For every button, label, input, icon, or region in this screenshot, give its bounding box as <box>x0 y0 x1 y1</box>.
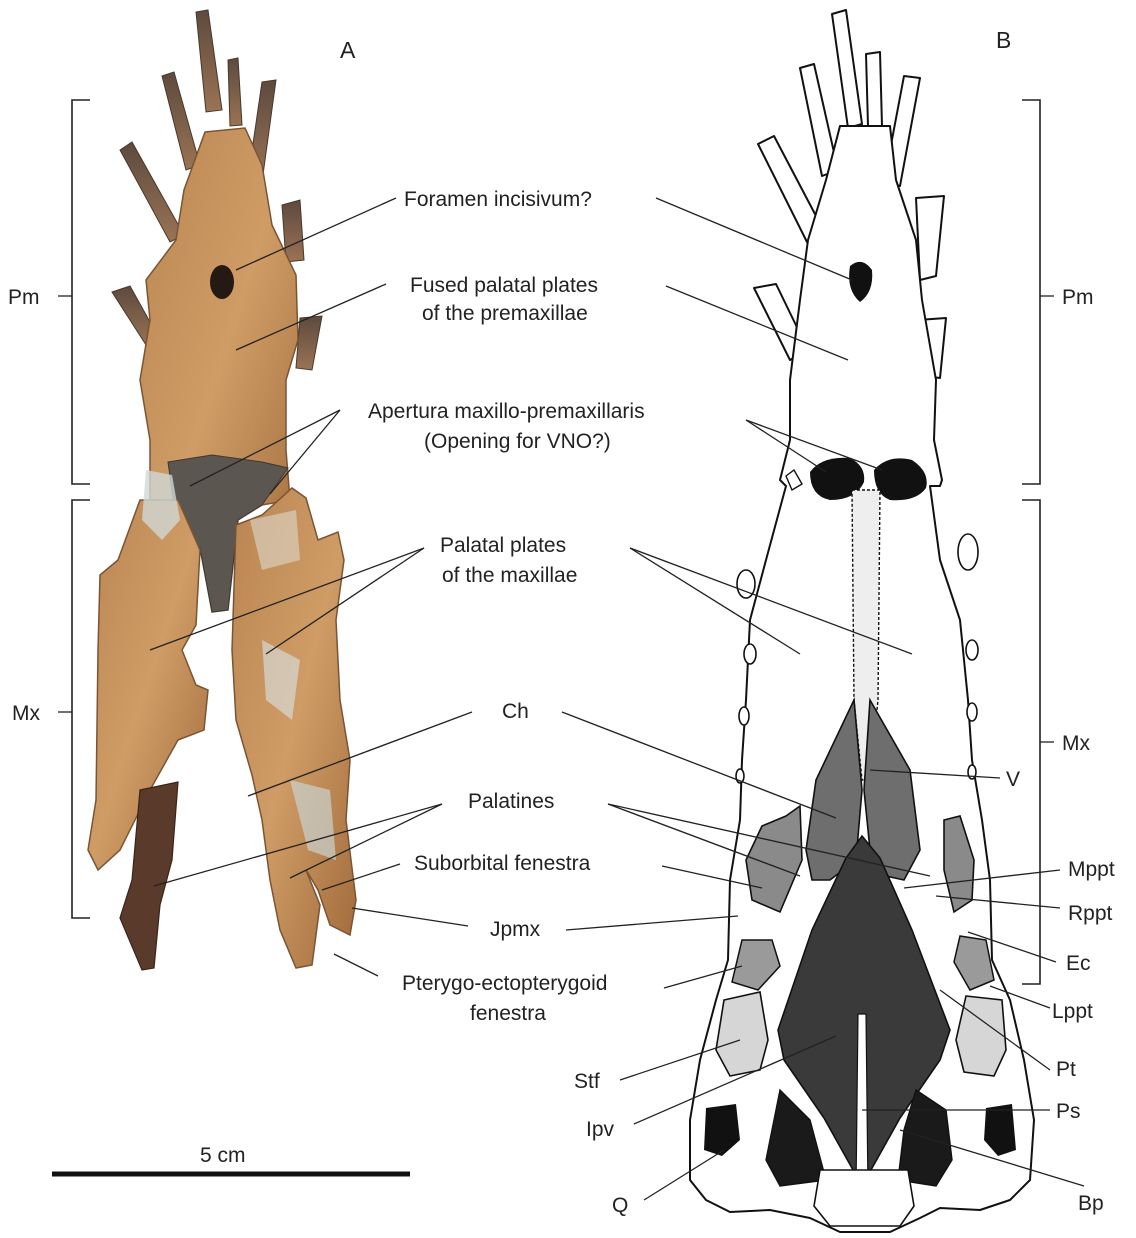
pm-region-label-left: Pm <box>8 286 40 309</box>
panel-label-b: B <box>996 27 1011 53</box>
left-temporal-fenestra <box>716 992 768 1076</box>
parasphenoid <box>856 1014 868 1190</box>
right-brackets <box>1022 100 1054 984</box>
mx-region-label-left: Mx <box>12 702 40 725</box>
pm-region-label-right: Pm <box>1062 286 1094 309</box>
label-palatal-max-1: Palatal plates <box>440 534 566 557</box>
label-jpmx: Jpmx <box>490 918 541 941</box>
label-apertura-2: (Opening for VNO?) <box>424 430 611 453</box>
scale-bar-label: 5 cm <box>200 1144 246 1167</box>
label-stf: Stf <box>574 1070 600 1093</box>
right-temporal-fenestra <box>956 996 1006 1076</box>
basipterygoid <box>814 1170 914 1226</box>
label-palatal-max-2: of the maxillae <box>442 564 577 587</box>
label-ipv: Ipv <box>586 1118 615 1141</box>
panel-label-a: A <box>340 37 356 63</box>
label-ps: Ps <box>1056 1100 1081 1123</box>
specimen-photo <box>88 10 356 970</box>
label-lppt: Lppt <box>1052 1000 1093 1023</box>
label-ch: Ch <box>502 700 529 723</box>
label-palatines: Palatines <box>468 790 554 813</box>
label-pt: Pt <box>1056 1058 1076 1081</box>
label-ec: Ec <box>1066 952 1091 975</box>
label-pterygo-1: Pterygo-ectopterygoid <box>402 972 607 995</box>
label-fused-palatal-2: of the premaxillae <box>422 302 588 325</box>
skull-diagram <box>690 10 1034 1232</box>
label-pterygo-2: fenestra <box>470 1002 546 1025</box>
left-brackets <box>58 100 90 918</box>
label-suborbital-fenestra: Suborbital fenestra <box>414 852 591 875</box>
label-rppt: Rppt <box>1068 902 1113 925</box>
foramen-hole <box>210 265 234 299</box>
label-bp: Bp <box>1078 1192 1104 1215</box>
label-foramen-incisivum: Foramen incisivum? <box>404 188 592 211</box>
label-mppt: Mppt <box>1068 858 1115 881</box>
label-v: V <box>1006 768 1020 791</box>
mx-region-label-right: Mx <box>1062 732 1090 755</box>
label-fused-palatal-1: Fused palatal plates <box>410 274 598 297</box>
label-q: Q <box>612 1194 628 1217</box>
label-apertura-1: Apertura maxillo-premaxillaris <box>368 400 645 423</box>
